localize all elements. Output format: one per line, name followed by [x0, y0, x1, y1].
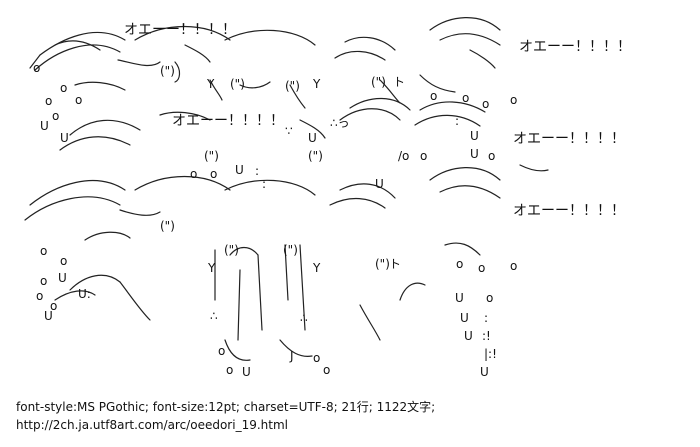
- svg-text:∴: ∴: [300, 311, 308, 325]
- svg-text:o: o: [218, 344, 225, 358]
- svg-text:o: o: [313, 351, 320, 365]
- svg-text:o: o: [190, 167, 197, 181]
- svg-text:o: o: [50, 299, 57, 313]
- svg-text:U: U: [455, 291, 464, 305]
- svg-text:U: U: [242, 365, 251, 379]
- svg-text:o: o: [488, 149, 495, 163]
- svg-text:("): ("): [308, 149, 323, 163]
- svg-text:o: o: [40, 244, 47, 258]
- svg-text:U: U: [480, 365, 489, 379]
- svg-text::: :: [455, 114, 459, 128]
- svg-text:o: o: [45, 94, 52, 108]
- svg-text:o: o: [420, 149, 427, 163]
- svg-text:o: o: [75, 93, 82, 107]
- birds-drawing: [24, 17, 549, 361]
- svg-text:o: o: [462, 91, 469, 105]
- svg-text::!: :!: [482, 329, 491, 343]
- svg-text:o: o: [36, 289, 43, 303]
- svg-text:o: o: [478, 261, 485, 275]
- svg-text:o: o: [456, 257, 463, 271]
- svg-text:U: U: [235, 163, 244, 177]
- svg-text:U: U: [375, 177, 384, 191]
- svg-text:("): ("): [204, 149, 219, 163]
- shout-lower-right: オエーー！！！！: [513, 203, 625, 219]
- svg-text:J: J: [289, 349, 294, 363]
- shout-right-middle: オエーー！！！！: [513, 131, 625, 147]
- svg-text::: :: [255, 164, 259, 178]
- svg-text:("): ("): [375, 257, 390, 271]
- svg-text:o: o: [40, 274, 47, 288]
- svg-text:ト: ト: [393, 75, 405, 89]
- svg-text:U: U: [308, 131, 317, 145]
- svg-text:("): ("): [230, 77, 245, 91]
- footer: font-style:MS PGothic; font-size:12pt; c…: [16, 398, 435, 434]
- shout-top: オエーー！！！！: [124, 22, 236, 38]
- svg-text:Y: Y: [206, 77, 215, 91]
- svg-text:("): ("): [160, 64, 175, 78]
- svg-text:U: U: [40, 119, 49, 133]
- svg-text:U: U: [44, 309, 53, 323]
- svg-text:("): ("): [283, 243, 298, 257]
- svg-text:o: o: [482, 97, 489, 111]
- svg-text:o: o: [210, 167, 217, 181]
- footer-meta: font-style:MS PGothic; font-size:12pt; c…: [16, 400, 436, 414]
- shout-middle: オエーー！！！！: [172, 113, 284, 129]
- svg-text::: :: [262, 177, 266, 191]
- svg-text:o: o: [33, 61, 40, 75]
- svg-text:o: o: [52, 109, 59, 123]
- svg-text:("): ("): [285, 79, 300, 93]
- svg-text:∴: ∴: [210, 309, 218, 323]
- svg-text:∵: ∵: [285, 124, 293, 138]
- svg-text:U: U: [58, 271, 67, 285]
- svg-text:Y: Y: [312, 77, 321, 91]
- svg-text:o: o: [60, 81, 67, 95]
- svg-text:o: o: [60, 254, 67, 268]
- svg-text:o: o: [510, 259, 517, 273]
- svg-text:("): ("): [160, 219, 175, 233]
- svg-text:("): ("): [371, 75, 386, 89]
- svg-text:∴っ: ∴っ: [330, 116, 350, 130]
- svg-text:o: o: [226, 363, 233, 377]
- svg-text:o: o: [486, 291, 493, 305]
- svg-text:ト: ト: [389, 257, 401, 271]
- svg-text:|:!: |:!: [484, 347, 497, 361]
- svg-text:U:: U:: [78, 287, 91, 301]
- svg-text:("): ("): [224, 243, 239, 257]
- vomit-drops: o o o o o U U o o o o : U U o o o U U : …: [33, 61, 517, 379]
- svg-text:U: U: [60, 131, 69, 145]
- svg-text:U: U: [470, 147, 479, 161]
- svg-text:Y: Y: [207, 261, 216, 275]
- svg-text:U: U: [460, 311, 469, 325]
- svg-text:U: U: [470, 129, 479, 143]
- svg-text::: :: [484, 311, 488, 325]
- shout-upper-right: オエーー！！！！: [519, 39, 631, 55]
- svg-text:Y: Y: [312, 261, 321, 275]
- svg-text:o: o: [430, 89, 437, 103]
- svg-text:U: U: [464, 329, 473, 343]
- svg-text:o: o: [323, 363, 330, 377]
- svg-text:o: o: [510, 93, 517, 107]
- footer-url[interactable]: http://2ch.ja.utf8art.com/arc/oeedori_19…: [16, 418, 288, 432]
- svg-text:/o: /o: [398, 149, 409, 163]
